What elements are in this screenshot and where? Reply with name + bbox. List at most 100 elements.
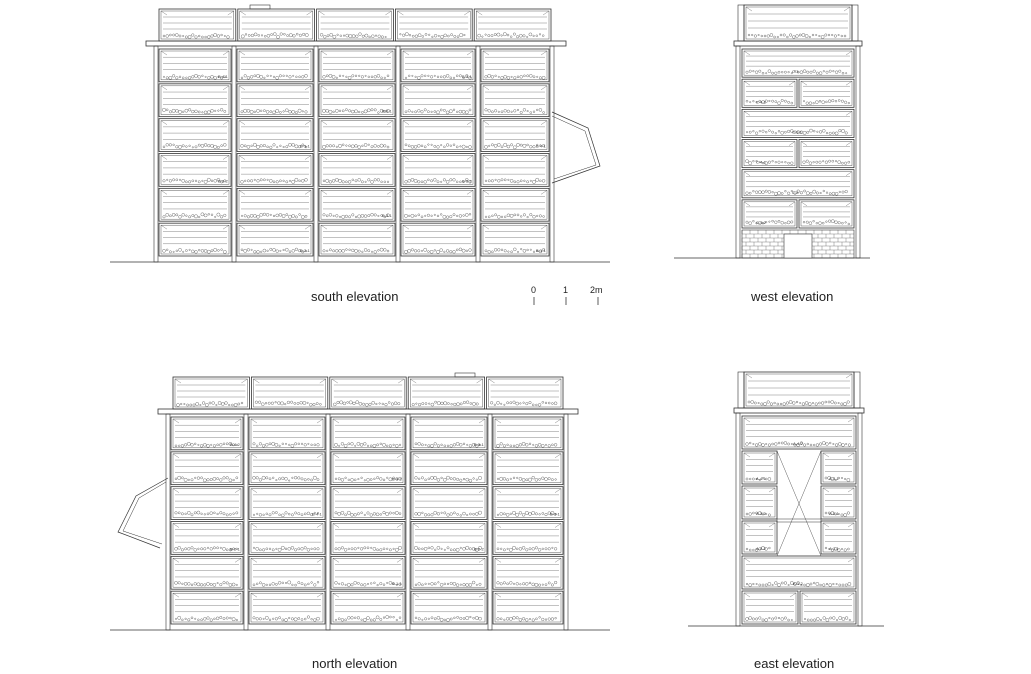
rubble-stone [755,70,759,74]
rubble-stone [197,143,201,147]
rubble-stone [183,403,186,405]
rubble-stone [824,546,828,550]
panel-inner-frame [402,50,474,81]
rubble-stone [456,583,460,587]
rubble-stone [541,512,544,515]
rubble-stone [231,617,236,622]
rubble-stone [367,108,371,112]
rubble-stone [162,34,166,38]
rubble-stone [269,248,273,251]
rubble-stone [303,512,307,516]
rubble-stone [240,248,244,252]
column [737,4,745,42]
panel-brace [238,120,246,125]
rubble-stone [799,441,803,445]
panel-brace [316,593,324,598]
rubble-stone [375,512,380,517]
panel-brace [540,50,548,56]
panel-brace [845,201,853,206]
rubble-stone [766,400,770,404]
rubble-stone [462,401,466,404]
element-tag: B-5-2 [462,178,473,183]
rubble-stone [258,400,262,404]
rubble-stone [491,143,494,147]
rubble-stone [500,617,503,621]
panel-unit [741,590,799,625]
panel-brace [494,418,502,424]
rubble-stone [197,547,200,550]
rubble-stone [259,178,263,182]
rubble-stone [465,249,468,252]
rubble-stone [203,513,206,516]
rubble-stone [182,250,185,253]
panel-brace [396,418,404,424]
rubble-stone [325,214,329,218]
rubble-stone [456,110,459,113]
rubble-stone [411,110,414,113]
panel-rubble [404,213,472,219]
rubble-stone [449,548,453,552]
rubble-stone [500,110,504,114]
rubble-stone [793,191,797,195]
rubble-stone [513,32,516,36]
rubble-stone [535,34,538,37]
panel-frame [480,83,550,118]
rubble-stone [208,401,212,405]
rubble-stone [361,34,365,38]
rubble-stone [466,400,470,404]
rubble-stone [516,143,520,147]
rubble-stone [822,616,826,620]
rubble-stone [414,476,418,480]
rubble-stone [534,444,538,448]
rubble-stone [259,144,263,148]
panel-unit [480,48,550,83]
rubble-stone [197,618,200,621]
rubble-stone [847,443,851,447]
panel-rubble [484,213,545,219]
panel-rubble [804,616,851,622]
rubble-stone [367,178,371,182]
rubble-stone [285,442,287,445]
rubble-stone [383,180,386,183]
rubble-stone [462,547,466,551]
panel-brace [332,523,340,528]
rubble-stone [201,179,204,182]
panel-brace [238,85,246,90]
column [405,413,411,631]
rubble-stone [171,213,176,217]
rubble-stone [190,513,194,517]
rubble-stone [191,110,195,114]
panel-inner-frame [743,487,776,518]
rubble-stone [826,191,828,194]
element-tag: C-3 [792,190,799,195]
rubble-stone [471,547,476,551]
rubble-stone [761,443,765,447]
panel-brace [845,111,853,116]
rubble-stone [459,617,463,620]
rubble-stone [263,76,266,79]
rubble-stone [290,546,295,550]
rubble-stone [832,70,835,73]
rubble-stone [282,146,285,148]
panel-brace [160,120,168,125]
rubble-stone [427,546,430,549]
rubble-stone [500,547,503,550]
rubble-stone [322,75,326,79]
rubble-stone [423,547,428,551]
rubble-stone [284,511,288,515]
rubble-stone [417,109,421,113]
rubble-stone [427,444,431,448]
panel-rubble [322,178,390,184]
panel-inner-frame [332,488,404,518]
rubble-stone [246,145,251,149]
rubble-stone [843,402,847,406]
rubble-stone [398,546,402,550]
rubble-stone [340,582,344,586]
panel-frame [237,8,316,42]
rubble-stone [825,70,829,74]
rubble-stone [499,512,503,516]
rubble-stone [512,546,516,550]
panel-inner-frame [160,224,230,255]
rubble-stone [414,583,418,586]
rubble-stone [184,617,187,620]
